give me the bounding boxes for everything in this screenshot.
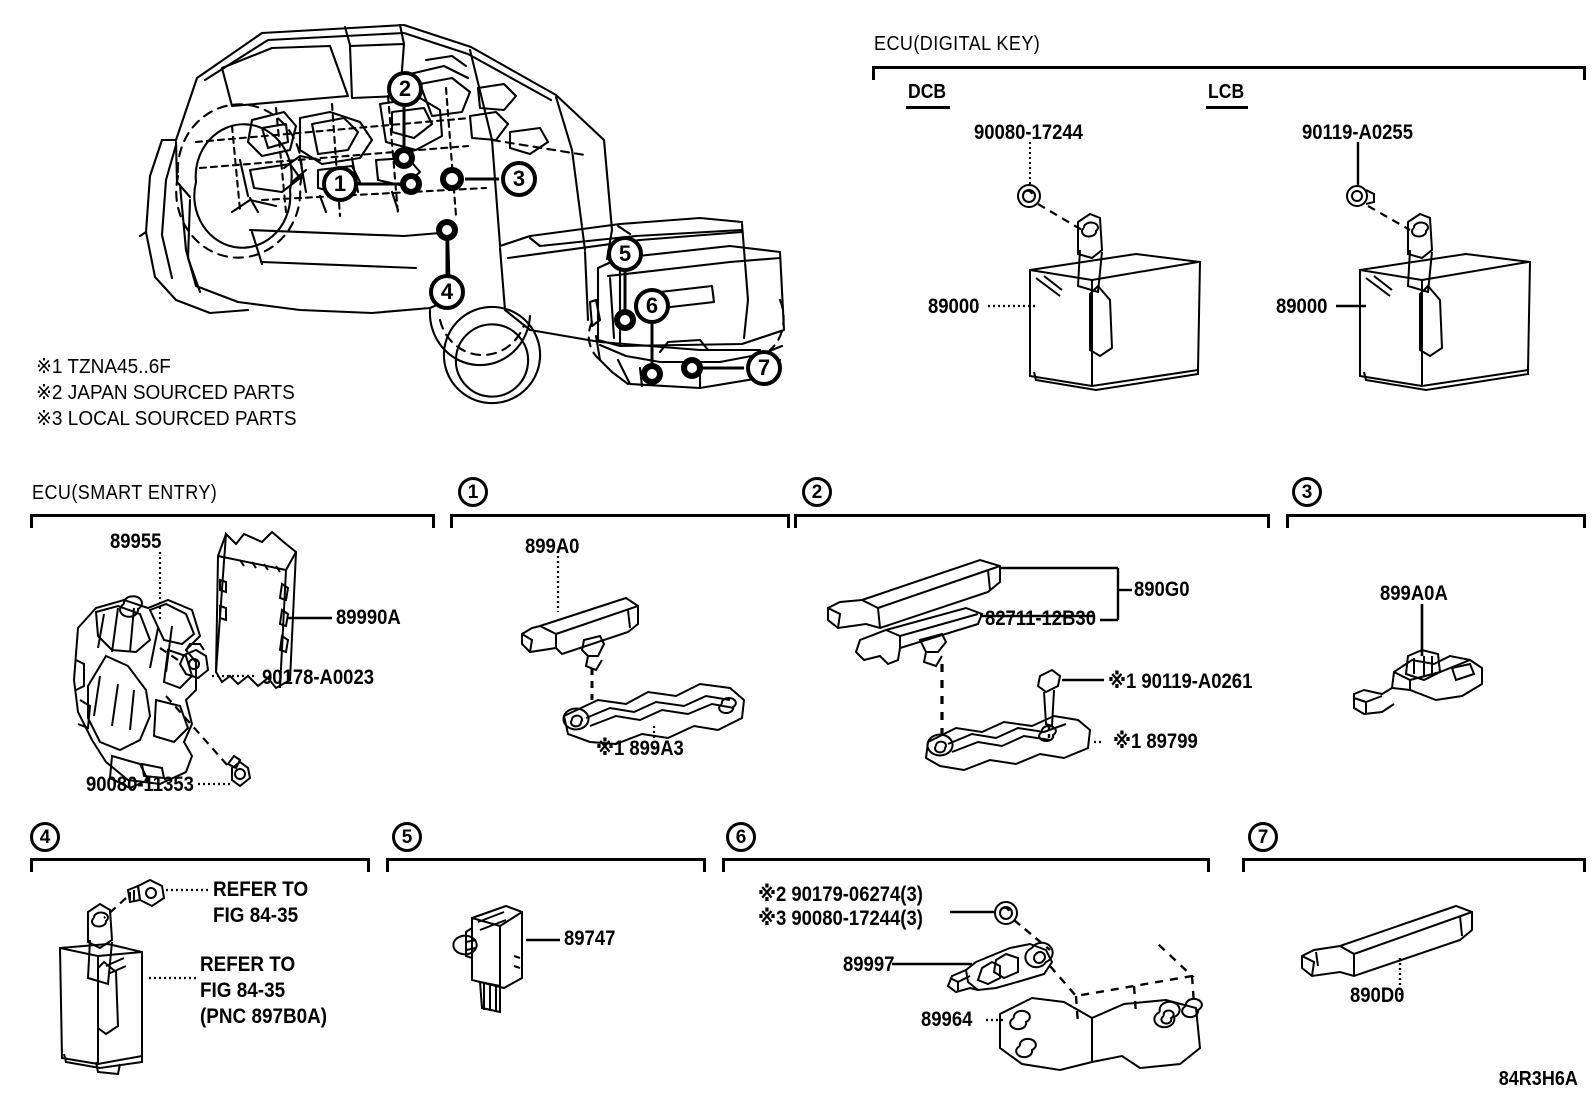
panel-2-assembly-label: 890G0 xyxy=(1134,578,1190,601)
smart-entry-ecu-label: 89990A xyxy=(336,606,401,629)
panel-4-bracket xyxy=(30,858,370,872)
panel-6-bracket xyxy=(722,858,1210,872)
panel-7-callout[interactable]: 7 xyxy=(1248,822,1278,852)
panel-5-callout[interactable]: 5 xyxy=(392,822,422,852)
panel-6-sensor-label: 89997 xyxy=(843,953,895,976)
vehicle-callout-3[interactable]: 3 xyxy=(501,161,537,197)
smart-entry-bracket-label: 89955 xyxy=(110,530,162,553)
vehicle-callout-leaders xyxy=(358,107,744,385)
note-1: ※1 TZNA45..6F xyxy=(36,356,171,378)
dcb-unit-label: 89000 xyxy=(928,295,980,318)
vehicle-callout-5[interactable]: 5 xyxy=(607,236,643,272)
panel-1-bracket xyxy=(450,514,790,528)
note-2: ※2 JAPAN SOURCED PARTS xyxy=(36,382,295,404)
panel-2-screw-label: ※1 90119-A0261 xyxy=(1108,670,1253,693)
panel-4-callout[interactable]: 4 xyxy=(30,822,60,852)
panel-6-bracket-label: 89964 xyxy=(921,1008,973,1031)
smart-entry-title: ECU(SMART ENTRY) xyxy=(32,482,218,504)
panel-3-bracket xyxy=(1286,514,1586,528)
panel-1-antenna-label: 899A0 xyxy=(525,535,580,558)
digital-key-dcb-label: DCB xyxy=(908,81,947,103)
panel-1-callout[interactable]: 1 xyxy=(458,477,488,507)
panel-2-bracket-label: ※1 89799 xyxy=(1113,730,1198,753)
lcb-unit-label: 89000 xyxy=(1276,295,1328,318)
panel-5-bracket xyxy=(386,858,706,872)
digital-key-bracket xyxy=(872,66,1586,80)
panel-5-buzzer-label: 89747 xyxy=(564,927,616,950)
vehicle-callout-4[interactable]: 4 xyxy=(429,274,465,310)
digital-key-title: ECU(DIGITAL KEY) xyxy=(874,33,1041,55)
dcb-screw-label: 90080-17244 xyxy=(974,121,1083,144)
panel-4-unit-ref: REFER TO FIG 84-35 (PNC 897B0A) xyxy=(200,953,328,1028)
panel-3-antenna-label: 899A0A xyxy=(1380,582,1448,605)
lcb-screw-label: 90119-A0255 xyxy=(1302,121,1413,144)
panel-2-clip-label: 82711-12B30 xyxy=(985,607,1096,630)
note-3: ※3 LOCAL SOURCED PARTS xyxy=(36,408,297,430)
digital-key-art xyxy=(988,142,1532,392)
panel-3-callout[interactable]: 3 xyxy=(1292,477,1322,507)
panel-7-antenna-label: 890D0 xyxy=(1350,984,1405,1007)
panel-7-bracket xyxy=(1242,858,1586,872)
panel-6-callout[interactable]: 6 xyxy=(726,822,756,852)
panel-2-callout[interactable]: 2 xyxy=(802,477,832,507)
lcb-underline xyxy=(1206,106,1248,109)
vehicle-callout-7[interactable]: 7 xyxy=(746,350,782,386)
panel-4-screw-ref: REFER TO FIG 84-35 xyxy=(213,878,309,927)
vehicle-callout-2[interactable]: 2 xyxy=(387,71,423,107)
smart-entry-bracket xyxy=(30,514,435,528)
figure-id: 84R3H6A xyxy=(1498,1068,1578,1090)
digital-key-lcb-label: LCB xyxy=(1208,81,1245,103)
vehicle-callout-1[interactable]: 1 xyxy=(322,166,358,202)
vehicle-callout-6[interactable]: 6 xyxy=(634,288,670,324)
panel-6-screw-jp-label: ※2 90179-06274(3) xyxy=(758,883,923,906)
panel-2-bracket xyxy=(794,514,1270,528)
dcb-underline xyxy=(906,106,950,109)
panel-6-screw-lo-label: ※3 90080-17244(3) xyxy=(758,907,923,930)
